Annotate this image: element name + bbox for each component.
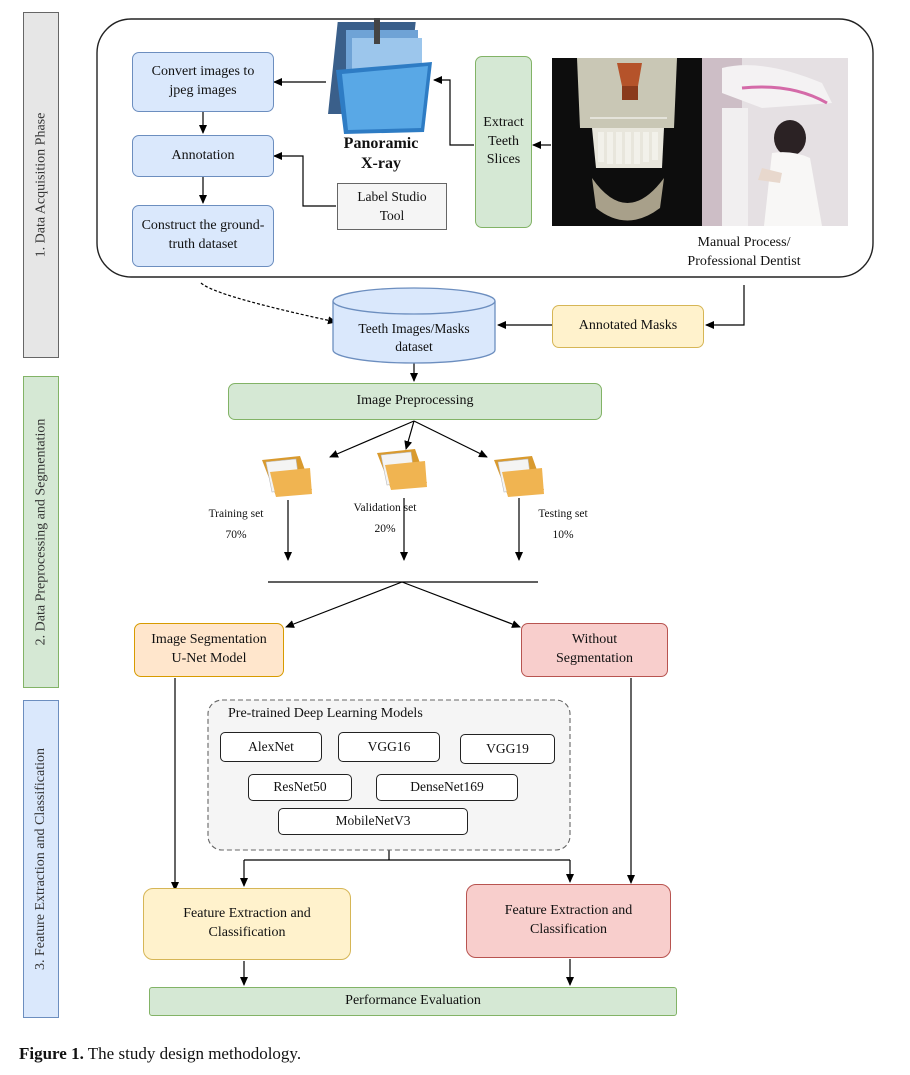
annotated-masks-label: Annotated Masks <box>578 318 678 334</box>
manual-process-label: Manual Process/ Professional Dentist <box>664 234 824 272</box>
evaluation-box: Performance Evaluation <box>149 987 677 1016</box>
panoramic-title: Panoramic X-ray <box>326 134 436 174</box>
annotated-masks-box: Annotated Masks <box>552 305 704 348</box>
annotation-box: Annotation <box>132 135 274 177</box>
without-segmentation-box: Without Segmentation <box>521 623 668 677</box>
model-resnet50: ResNet50 <box>248 774 352 801</box>
extract-box: Extract Teeth Slices <box>475 56 532 228</box>
convert-label: Convert images to jpeg images <box>151 64 255 98</box>
training-pct: 70% <box>225 528 247 541</box>
phase-acquisition-label: 1. Data Acquisition Phase <box>33 112 48 258</box>
phase-preprocessing-label: 2. Data Preprocessing and Segmentation <box>33 418 49 646</box>
segmentation-line2: U-Net Model <box>171 651 247 666</box>
models-title: Pre-trained Deep Learning Models <box>228 706 423 721</box>
panoramic-line1: Panoramic <box>343 135 419 152</box>
model-vgg19: VGG19 <box>460 734 555 764</box>
testing-pct: 10% <box>552 528 574 541</box>
segmentation-line1: Image Segmentation <box>151 632 267 648</box>
preprocessing-label: Image Preprocessing <box>356 393 474 409</box>
without-line1: Without <box>571 632 618 648</box>
testing-set-label: Testing set 10% <box>526 504 600 545</box>
phase-feature: 3. Feature Extraction and Classification <box>23 700 59 1018</box>
manual-line2: Professional Dentist <box>687 253 801 269</box>
model-vgg16: VGG16 <box>338 732 440 762</box>
dataset-label: Teeth Images/Masks dataset <box>358 320 470 354</box>
dataset-cylinder <box>332 287 496 364</box>
phase-feature-label: 3. Feature Extraction and Classification <box>33 748 48 970</box>
panoramic-folder-icon <box>328 18 432 134</box>
training-set-label: Training set 70% <box>196 504 276 545</box>
manual-line1: Manual Process/ <box>697 235 791 250</box>
label-studio-box: Label Studio Tool <box>337 183 447 230</box>
preprocessing-box: Image Preprocessing <box>228 383 602 420</box>
label-studio-label: Label Studio Tool <box>357 189 427 223</box>
ground-truth-box: Construct the ground-truth dataset <box>132 205 274 267</box>
model-mobilenetv3: MobileNetV3 <box>278 808 468 835</box>
caption-text: The study design methodology. <box>83 1044 302 1063</box>
feature-left-label: Feature Extraction and Classification <box>183 906 311 940</box>
extract-label: Extract Teeth Slices <box>483 114 524 168</box>
validation-folder-icon <box>377 449 427 490</box>
feature-right-label: Feature Extraction and Classification <box>504 903 633 937</box>
annotation-label: Annotation <box>171 147 235 163</box>
ground-truth-label: Construct the ground-truth dataset <box>141 218 265 252</box>
figure-caption: Figure 1. The study design methodology. <box>19 1044 819 1064</box>
caption-bold: Figure 1. <box>19 1044 84 1063</box>
validation-set-label: Validation set 20% <box>340 498 430 539</box>
evaluation-label: Performance Evaluation <box>345 993 481 1009</box>
dental-scan-image <box>552 58 702 226</box>
feature-right-box: Feature Extraction and Classification <box>466 884 671 958</box>
model-densenet169: DenseNet169 <box>376 774 518 801</box>
phase-acquisition: 1. Data Acquisition Phase <box>23 12 59 358</box>
panoramic-line2: X-ray <box>361 155 401 172</box>
model-alexnet: AlexNet <box>220 732 322 762</box>
feature-left-box: Feature Extraction and Classification <box>143 888 351 960</box>
validation-pct: 20% <box>374 522 396 535</box>
dentist-photo <box>702 58 848 226</box>
segmentation-box: Image Segmentation U-Net Model <box>134 623 284 677</box>
acquisition-container <box>96 18 874 278</box>
phase-preprocessing: 2. Data Preprocessing and Segmentation <box>23 376 59 688</box>
convert-box: Convert images to jpeg images <box>132 52 274 112</box>
testing-folder-icon <box>494 456 544 497</box>
training-folder-icon <box>262 456 312 497</box>
without-line2: Segmentation <box>556 651 633 666</box>
